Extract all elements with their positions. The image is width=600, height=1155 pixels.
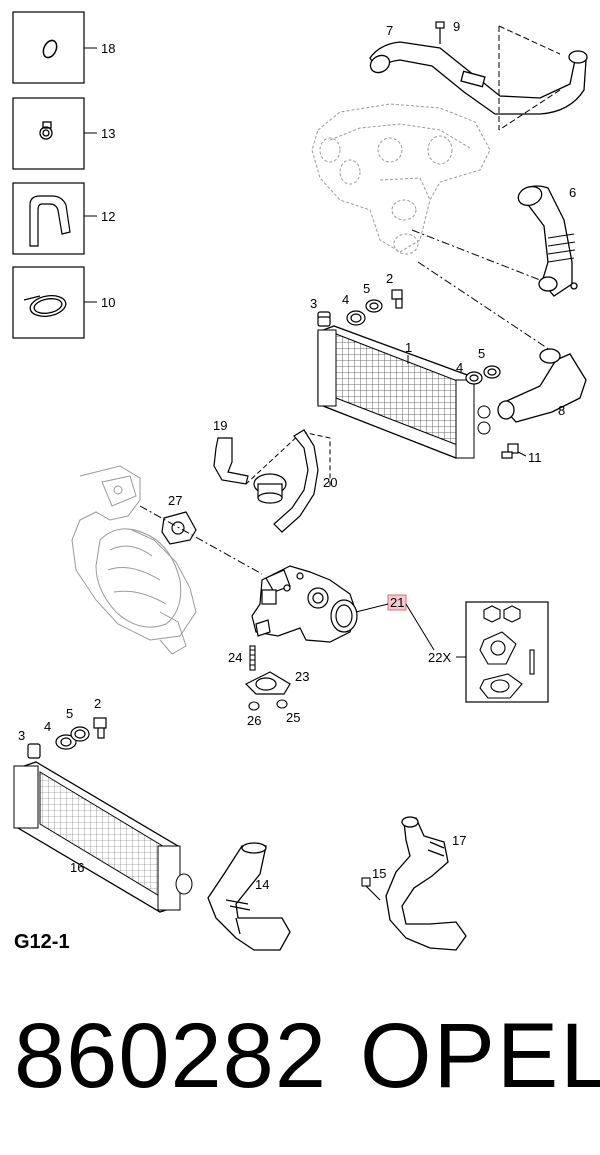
callout-18: 18: [101, 41, 115, 56]
callout-15: 15: [372, 866, 386, 881]
turbocharger-21: [251, 565, 358, 643]
nut-icon: [483, 605, 501, 623]
engine-intake-manifold: [311, 103, 491, 255]
callout-9: 9: [453, 19, 460, 34]
exploded-parts-diagram: 18 13 12 10: [12, 11, 588, 953]
callout-23: 23: [295, 669, 309, 684]
callout-24: 24: [228, 650, 242, 665]
vacuum-hose-19: [213, 437, 249, 485]
part-number: 860282: [14, 1005, 327, 1107]
callout-4-top: 4: [342, 292, 349, 307]
callout-19: 19: [213, 418, 227, 433]
dash-line-27: [139, 505, 263, 575]
cap-3-bottom: [27, 743, 41, 759]
vacuum-pipe-20: [273, 429, 319, 533]
gasket-23: [244, 671, 291, 695]
dash-line-7: [498, 25, 561, 131]
cap-3-top: [317, 311, 331, 327]
charge-hose-14: [207, 842, 291, 951]
callout-5-right: 5: [478, 346, 485, 361]
dash-line-6: [411, 229, 541, 281]
bolt-9: [435, 21, 445, 44]
intake-pipe-6: [517, 185, 578, 297]
dash-line-8: [417, 261, 551, 351]
callout-3-bottom: 3: [18, 728, 25, 743]
callout-7: 7: [386, 23, 393, 38]
gasket-kit-22x: [465, 601, 549, 703]
callout-26: 26: [247, 713, 261, 728]
callout-3-top: 3: [310, 296, 317, 311]
legend-box-18: 18: [12, 11, 115, 84]
o-ring-icon: [42, 39, 58, 59]
callout-25: 25: [286, 710, 300, 725]
charge-hose-8: [497, 348, 587, 423]
nut-26: [248, 701, 260, 711]
callout-11: 11: [528, 450, 542, 465]
callout-6: 6: [569, 185, 576, 200]
intake-hose-7: [369, 41, 588, 115]
seal-4-top: [346, 310, 366, 326]
dash-line-20: [245, 431, 331, 486]
ring-5-right: [483, 365, 501, 379]
hose-clamp-icon: [39, 121, 53, 140]
bolt-11: [501, 443, 519, 459]
legend-box-12: 12: [12, 182, 115, 255]
intercooler-1: [317, 325, 491, 459]
callout-4-right: 4: [456, 360, 463, 375]
callout-1: 1: [405, 340, 412, 355]
callout-16: 16: [70, 860, 84, 875]
callout-22x: 22X: [428, 650, 451, 665]
charge-hose-17: [385, 816, 467, 951]
callout-21: 21: [390, 595, 404, 610]
intercooler-16: [13, 761, 193, 913]
callout-21-highlight: [387, 594, 407, 611]
legend-box-13: 13: [12, 97, 115, 170]
seal-4-right: [465, 371, 483, 385]
bolt-2-bottom: [93, 717, 107, 739]
callout-4-bottom: 4: [44, 719, 51, 734]
callout-2-bottom: 2: [94, 696, 101, 711]
exhaust-manifold: [71, 465, 197, 655]
callout-5-top: 5: [363, 281, 370, 296]
seal-4-bottom: [55, 734, 77, 750]
callout-14: 14: [255, 877, 269, 892]
callout-17: 17: [452, 833, 466, 848]
wastegate-actuator: [253, 473, 287, 504]
nut-icon: [503, 605, 521, 623]
callout-12: 12: [101, 209, 115, 224]
ring-5-bottom: [70, 726, 90, 742]
ring-5-top: [365, 299, 383, 313]
elbow-hose-icon: [29, 195, 71, 247]
bolt-2-top: [391, 289, 403, 309]
callout-10: 10: [101, 295, 115, 310]
callout-2-top: 2: [386, 271, 393, 286]
callout-20: 20: [323, 475, 337, 490]
spring-clamp-icon: [23, 295, 67, 317]
brand-name: OPEL: [360, 1005, 600, 1107]
callout-8: 8: [558, 403, 565, 418]
bolt-15: [361, 877, 381, 901]
stud-24: [249, 645, 256, 671]
washer-25: [276, 699, 288, 709]
legend-box-10: 10: [12, 266, 115, 339]
callout-27: 27: [168, 493, 182, 508]
callout-5-bottom: 5: [66, 706, 73, 721]
callout-13: 13: [101, 126, 115, 141]
sheet-code: G12-1: [14, 931, 70, 953]
